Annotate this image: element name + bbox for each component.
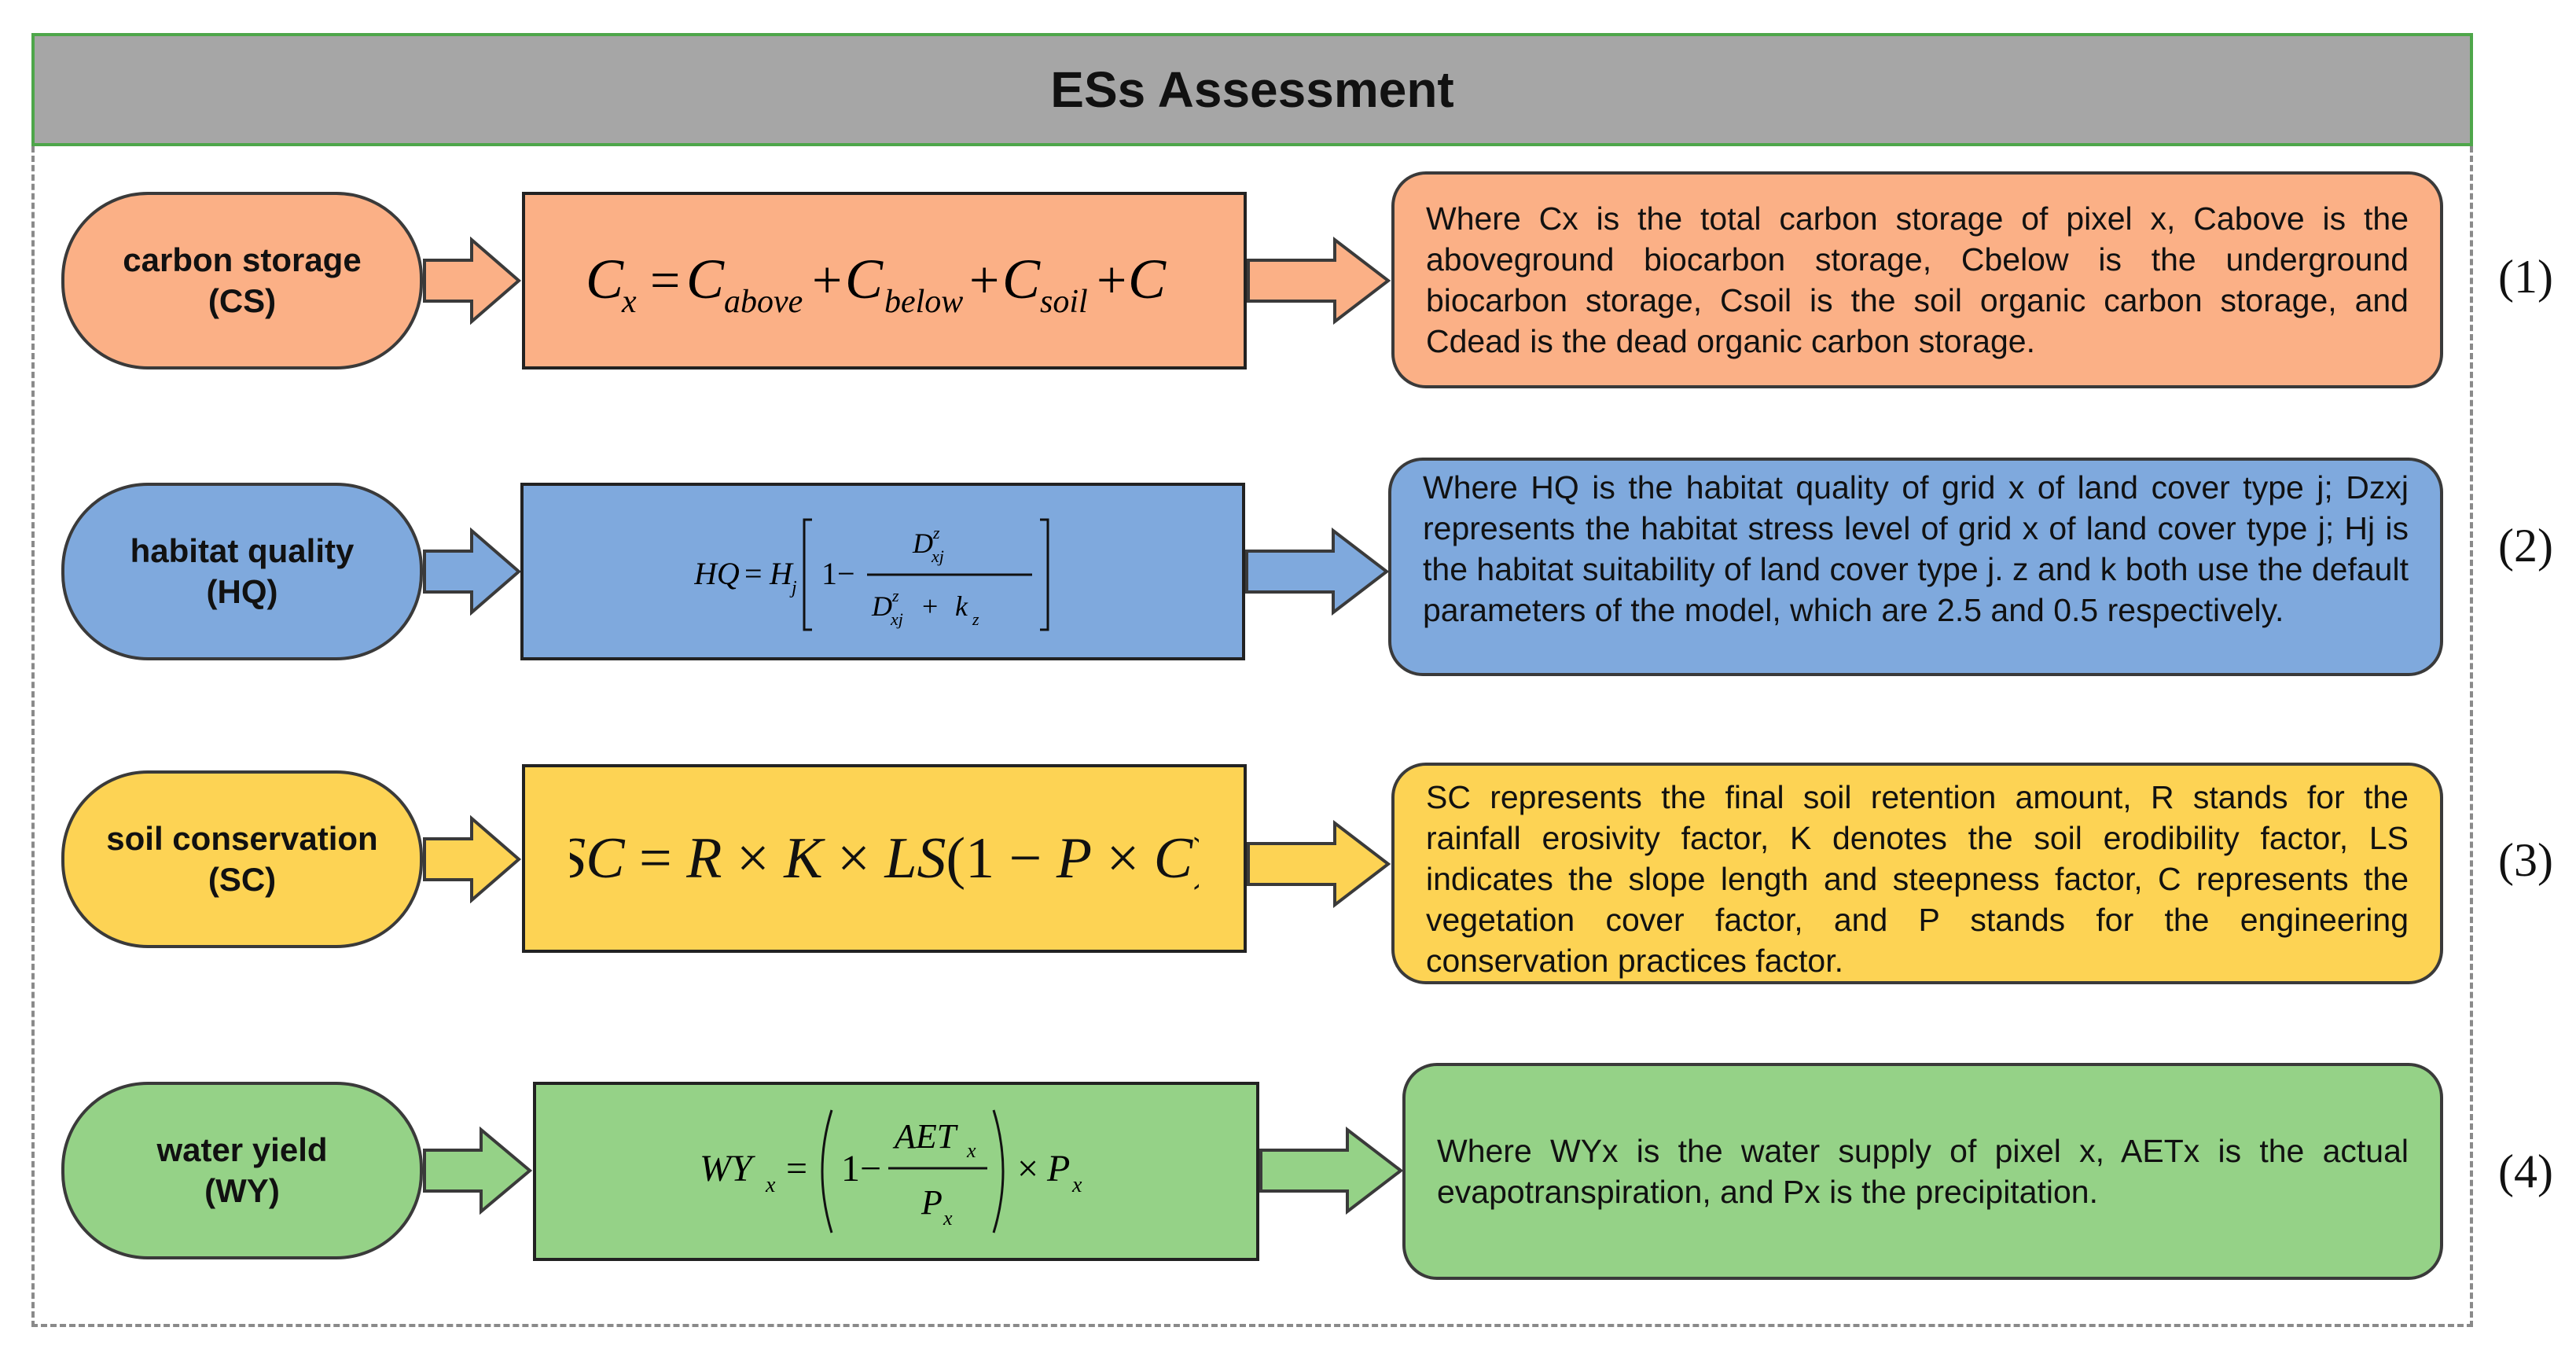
cs-arrow-2	[1247, 237, 1391, 325]
sc-label-abbr: (SC)	[208, 861, 277, 898]
cs-arrow-1	[423, 237, 522, 325]
svg-text:SC = R × K × LS(1 − P × C): SC = R × K × LS(1 − P × C)	[570, 826, 1199, 891]
svg-text:x: x	[943, 1207, 953, 1230]
sc-formula: SC = R × K × LS(1 − P × C)	[570, 826, 1199, 891]
sc-description-text: SC represents the final soil retention a…	[1426, 779, 2409, 979]
svg-text:z: z	[891, 586, 899, 605]
hq-description: Where HQ is the habitat quality of grid …	[1388, 458, 2443, 676]
hq-description-text: Where HQ is the habitat quality of grid …	[1423, 469, 2409, 628]
cs-description-text: Where Cx is the total carbon storage of …	[1426, 200, 2409, 359]
svg-text:C: C	[1128, 248, 1167, 311]
hq-arrow-1	[423, 528, 522, 616]
equation-number-4: (4)	[2498, 1145, 2553, 1197]
wy-arrow-2	[1259, 1127, 1404, 1215]
cs-label-box: carbon storage (CS)	[61, 192, 423, 369]
svg-text:xj: xj	[890, 609, 903, 629]
wy-label-abbr: (WY)	[204, 1172, 280, 1209]
diagram-frame	[31, 146, 2473, 1327]
cs-description: Where Cx is the total carbon storage of …	[1391, 171, 2443, 388]
svg-text:C: C	[845, 248, 884, 311]
svg-text:j: j	[789, 578, 797, 598]
svg-text:HQ: HQ	[694, 556, 740, 591]
svg-text:k: k	[955, 590, 968, 622]
page-title: ESs Assessment	[1050, 61, 1454, 118]
hq-arrow-2	[1245, 528, 1390, 616]
svg-text:P: P	[921, 1183, 943, 1222]
cs-label-name: carbon storage	[123, 241, 362, 278]
sc-label-name: soil conservation	[106, 820, 378, 857]
svg-text:xj: xj	[931, 546, 944, 566]
svg-text:AET: AET	[892, 1117, 959, 1156]
svg-text:+: +	[1097, 250, 1126, 310]
svg-text:+: +	[969, 250, 999, 310]
svg-text:1−: 1−	[821, 556, 855, 591]
svg-text:x: x	[966, 1139, 976, 1162]
svg-text:x: x	[621, 284, 637, 320]
wy-arrow-1	[423, 1127, 533, 1215]
svg-text:z: z	[972, 609, 979, 629]
sc-description: SC represents the final soil retention a…	[1391, 763, 2443, 984]
svg-text:=: =	[744, 556, 763, 591]
svg-text:×: ×	[1017, 1148, 1038, 1189]
svg-text:C: C	[1002, 248, 1041, 311]
svg-text:=: =	[786, 1148, 807, 1189]
svg-text:WY: WY	[700, 1148, 755, 1189]
equation-number-3: (3)	[2498, 834, 2553, 886]
svg-text:=: =	[650, 250, 680, 310]
sc-arrow-1	[423, 815, 522, 903]
title-bar: ESs Assessment	[31, 33, 2473, 146]
svg-text:z: z	[932, 523, 940, 542]
sc-label-box: soil conservation (SC)	[61, 770, 423, 948]
svg-text:P: P	[1046, 1148, 1070, 1189]
equation-number-2: (2)	[2498, 520, 2553, 572]
wy-description: Where WYx is the water supply of pixel x…	[1402, 1063, 2443, 1280]
wy-description-text: Where WYx is the water supply of pixel x…	[1437, 1133, 2409, 1210]
svg-text:D: D	[912, 528, 933, 559]
svg-text:D: D	[871, 590, 892, 622]
hq-label-abbr: (HQ)	[206, 573, 278, 610]
svg-text:above: above	[724, 284, 803, 320]
sc-arrow-2	[1247, 820, 1391, 908]
svg-text:H: H	[769, 556, 794, 591]
svg-text:1−: 1−	[841, 1148, 881, 1189]
wy-label-name: water yield	[156, 1131, 328, 1168]
svg-text:x: x	[1071, 1173, 1082, 1197]
svg-text:below: below	[884, 284, 963, 320]
svg-text:C: C	[586, 248, 624, 311]
hq-label-name: habitat quality	[130, 532, 355, 569]
svg-text:x: x	[765, 1173, 776, 1197]
cs-label-abbr: (CS)	[208, 282, 277, 319]
svg-text:C: C	[686, 248, 725, 311]
equation-number-1: (1)	[2498, 251, 2553, 303]
wy-label-box: water yield (WY)	[61, 1082, 423, 1259]
svg-text:+: +	[922, 590, 938, 622]
hq-label-box: habitat quality (HQ)	[61, 483, 423, 660]
svg-text:+: +	[812, 250, 842, 310]
svg-text:soil: soil	[1040, 284, 1088, 320]
sc-formula-box: SC = R × K × LS(1 − P × C)	[522, 764, 1247, 953]
